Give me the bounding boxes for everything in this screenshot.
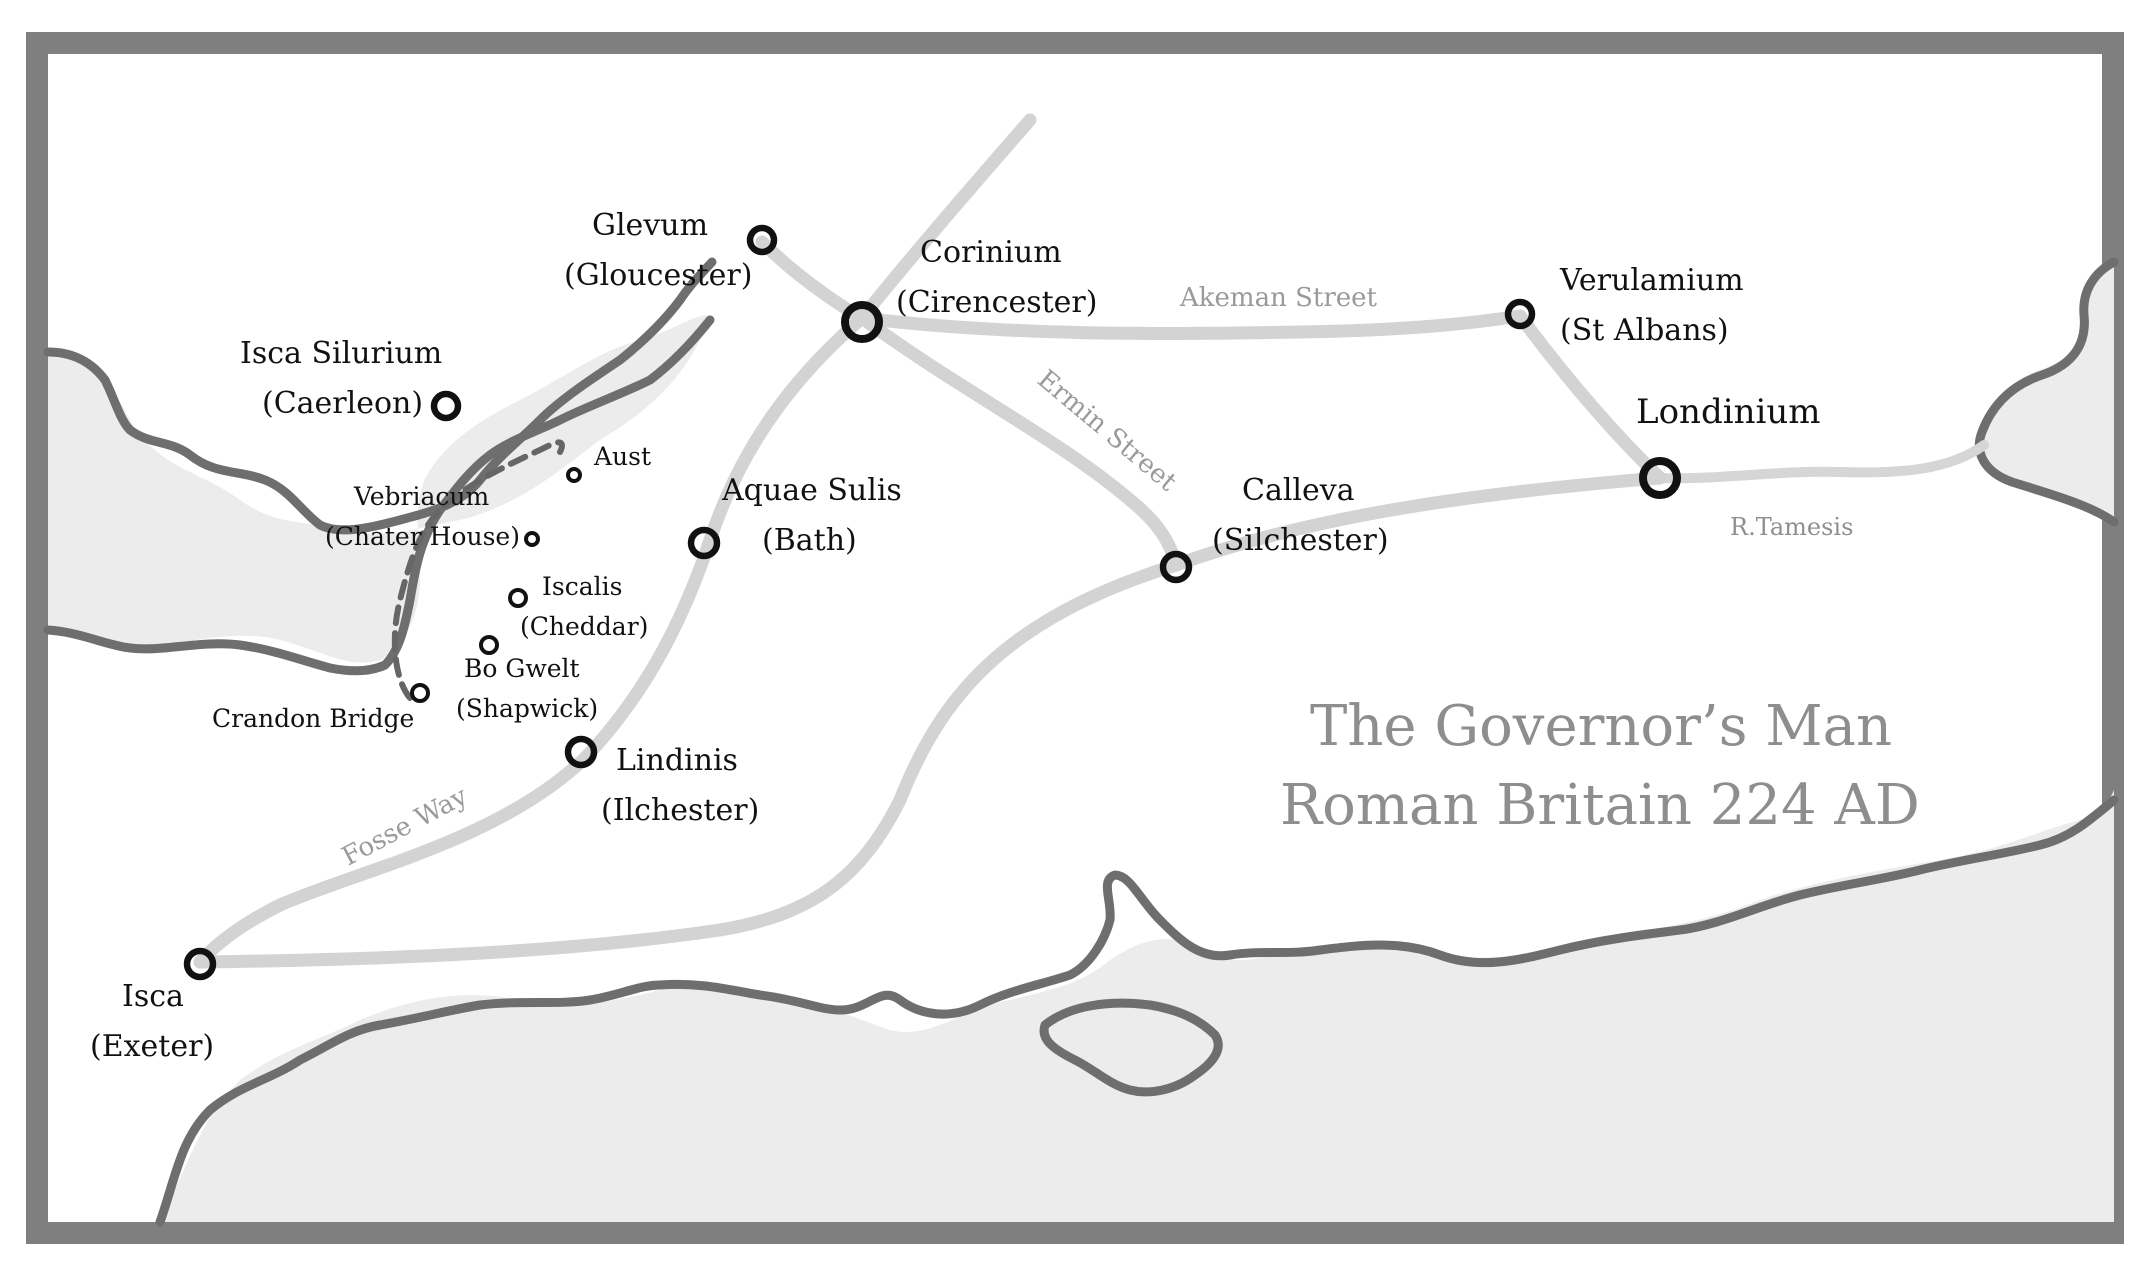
road-glevum-corinium	[755, 235, 869, 325]
road-isca-calleva	[193, 558, 1183, 969]
somerset-coastline	[43, 315, 715, 676]
town-marker-verulamium[interactable]	[1504, 298, 1536, 330]
label-isca-silurium: Isca Silurium	[240, 336, 442, 371]
town-marker-isca-silurium[interactable]	[430, 390, 462, 422]
road-verulamium-londinium	[1513, 309, 1667, 485]
label-river-tamesis: R.Tamesis	[1730, 513, 1853, 541]
road-akeman-street	[855, 309, 1527, 341]
thames-coastline	[1974, 257, 2119, 527]
road-north	[855, 113, 1037, 325]
road-ermin-street	[855, 311, 1183, 572]
label-calleva: Calleva	[1242, 473, 1355, 508]
label-corinium-modern: (Cirencester)	[896, 285, 1097, 320]
label-bo-gwelt-modern: (Shapwick)	[456, 694, 598, 723]
label-iscalis-modern: (Cheddar)	[520, 612, 648, 641]
label-aquae-sulis: Aquae Sulis	[721, 473, 902, 508]
town-marker-londinium[interactable]	[1639, 457, 1681, 499]
town-marker-crandon-bridge[interactable]	[410, 683, 430, 703]
map-title-line-2: Roman Britain 224 AD	[1280, 773, 1920, 838]
label-aquae-sulis-modern: (Bath)	[762, 523, 857, 558]
label-isca-silurium-modern: (Caerleon)	[262, 386, 423, 421]
label-calleva-modern: (Silchester)	[1212, 523, 1389, 558]
town-marker-isca[interactable]	[183, 947, 217, 981]
label-vebriacum-modern: (Chater House)	[325, 522, 520, 551]
isle-of-wight-coastline	[1039, 998, 1223, 1097]
town-marker-vebriacum[interactable]	[524, 531, 540, 547]
town-marker-glevum[interactable]	[746, 224, 778, 256]
label-aust: Aust	[593, 442, 651, 471]
map-title-line-1: The Governor’s Man	[1310, 694, 1892, 759]
label-lindinis: Lindinis	[616, 743, 738, 778]
dashed-route	[391, 439, 565, 701]
river-tamesis	[1655, 440, 1989, 484]
town-marker-iscalis[interactable]	[508, 588, 528, 608]
town-marker-aquae-sulis[interactable]	[687, 526, 721, 560]
bristol-channel-sea	[48, 315, 710, 663]
label-verulamium: Verulamium	[1559, 263, 1744, 298]
town-marker-calleva[interactable]	[1159, 550, 1193, 584]
road-calleva-londinium	[1169, 471, 1667, 572]
south-coastline	[155, 795, 2119, 1227]
label-bo-gwelt: Bo Gwelt	[464, 654, 580, 683]
label-londinium: Londinium	[1636, 392, 1821, 432]
town-marker-corinium[interactable]	[841, 301, 883, 343]
label-akeman-street: Akeman Street	[1179, 283, 1378, 313]
label-vebriacum: Vebriacum	[353, 482, 490, 511]
label-glevum: Glevum	[592, 208, 708, 243]
label-isca: Isca	[122, 979, 184, 1014]
label-crandon-bridge: Crandon Bridge	[212, 704, 414, 733]
thames-estuary-sea	[1976, 262, 2114, 520]
town-marker-bo-gwelt[interactable]	[479, 635, 499, 655]
label-verulamium-modern: (St Albans)	[1560, 313, 1729, 348]
town-marker-lindinis[interactable]	[564, 735, 598, 769]
label-iscalis: Iscalis	[542, 572, 622, 601]
town-marker-aust[interactable]	[566, 467, 582, 483]
label-isca-modern: (Exeter)	[90, 1029, 214, 1064]
label-lindinis-modern: (Ilchester)	[601, 793, 759, 828]
river-severn	[675, 257, 717, 305]
wales-coastline	[43, 295, 685, 535]
label-glevum-modern: (Gloucester)	[564, 258, 752, 293]
label-corinium: Corinium	[920, 235, 1062, 270]
